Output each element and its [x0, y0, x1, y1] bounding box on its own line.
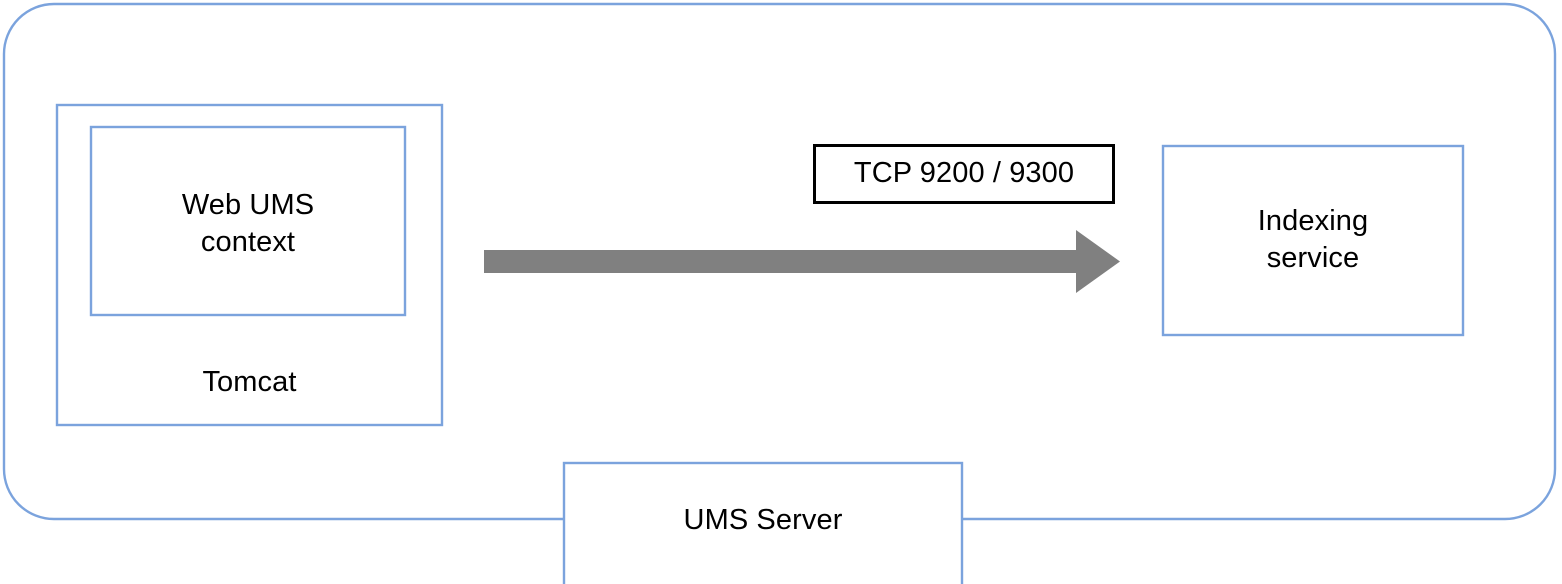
indexing-service-node[interactable] — [1162, 145, 1464, 336]
ums-server-box — [562, 461, 964, 584]
tcp-ports-label-box — [813, 144, 1115, 204]
indexing-service-box — [1161, 144, 1465, 337]
tcp-ports-annotation[interactable] — [813, 144, 1115, 204]
web-ums-context-box — [89, 125, 407, 317]
ums-server-node[interactable] — [563, 462, 963, 584]
flow-arrow-shape — [484, 230, 1120, 293]
flow-arrow-connector[interactable] — [484, 230, 1120, 293]
web-ums-context-node[interactable] — [90, 126, 406, 316]
